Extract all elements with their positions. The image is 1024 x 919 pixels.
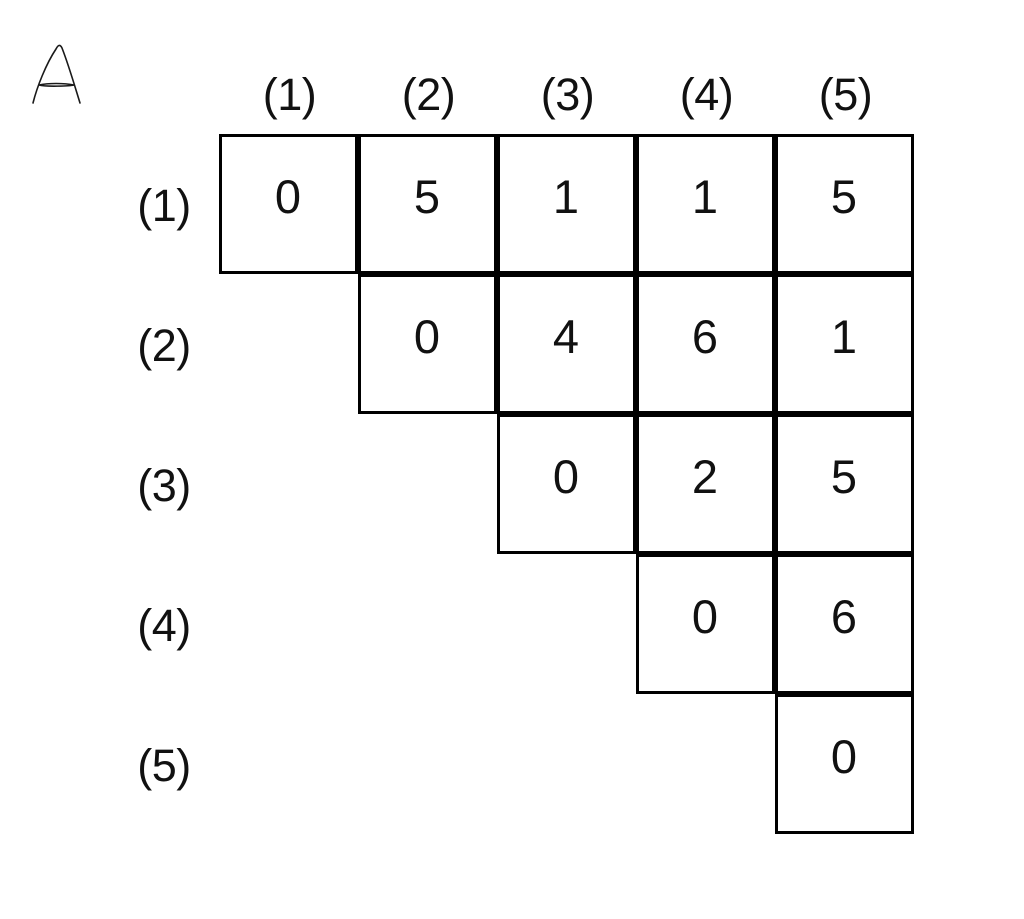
panel-label-a bbox=[28, 40, 90, 106]
matrix-cell-value: 0 bbox=[830, 729, 858, 783]
matrix-cell-value: 5 bbox=[413, 169, 441, 223]
matrix-cell-value: 4 bbox=[552, 309, 580, 363]
matrix-cell-value: 1 bbox=[691, 169, 719, 223]
matrix-cell: 6 bbox=[635, 273, 775, 414]
matrix-cell-value: 6 bbox=[691, 309, 719, 363]
matrix-cell-value: 5 bbox=[830, 449, 858, 503]
matrix-cell-value: 0 bbox=[413, 309, 441, 363]
row-header-1: (1) bbox=[137, 180, 191, 231]
column-header-3: (3) bbox=[540, 69, 595, 120]
row-header-3: (3) bbox=[137, 460, 191, 511]
handwritten-letter-a-icon bbox=[32, 44, 81, 104]
matrix-cell-value: 5 bbox=[830, 169, 858, 223]
matrix-cell: 0 bbox=[357, 273, 497, 414]
matrix-cell: 5 bbox=[774, 133, 914, 274]
matrix-cell-value: 1 bbox=[830, 309, 858, 363]
matrix-cell: 1 bbox=[635, 133, 775, 274]
matrix-cell-value: 0 bbox=[274, 169, 302, 223]
column-header-5: (5) bbox=[818, 69, 873, 120]
row-header-4: (4) bbox=[137, 600, 191, 651]
matrix-cell-value: 2 bbox=[691, 449, 719, 503]
matrix-cell: 2 bbox=[635, 413, 775, 554]
column-header-1: (1) bbox=[262, 69, 317, 120]
matrix-cell: 4 bbox=[496, 273, 636, 414]
column-header-4: (4) bbox=[679, 69, 734, 120]
matrix-cell: 1 bbox=[774, 273, 914, 414]
row-header-2: (2) bbox=[137, 320, 191, 371]
matrix-cell: 5 bbox=[357, 133, 497, 274]
matrix-cell: 5 bbox=[774, 413, 914, 554]
matrix-cell: 0 bbox=[218, 133, 358, 274]
matrix-cell: 0 bbox=[774, 693, 914, 834]
matrix-cell-value: 6 bbox=[830, 589, 858, 643]
matrix-cell-value: 1 bbox=[552, 169, 580, 223]
matrix-cell-value: 0 bbox=[691, 589, 719, 643]
matrix-cell: 1 bbox=[496, 133, 636, 274]
matrix-cell-value: 0 bbox=[552, 449, 580, 503]
column-header-2: (2) bbox=[401, 69, 456, 120]
row-header-5: (5) bbox=[137, 740, 191, 791]
matrix-cell: 6 bbox=[774, 553, 914, 694]
matrix-cell: 0 bbox=[635, 553, 775, 694]
matrix-cell: 0 bbox=[496, 413, 636, 554]
